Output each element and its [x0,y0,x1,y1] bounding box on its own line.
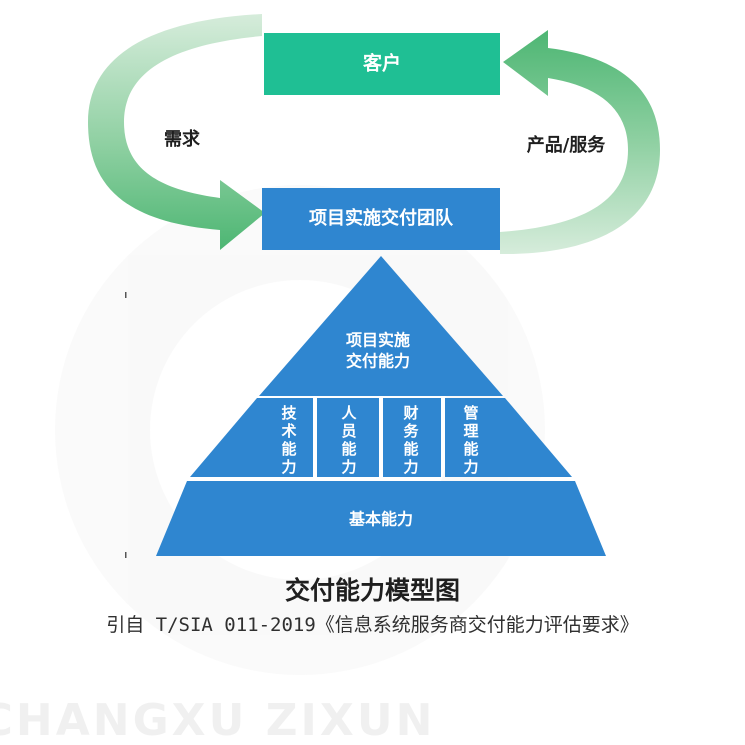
product-service-arrow [500,30,660,255]
demand-arrow [88,14,265,250]
watermark-text: CHANGXU ZIXUN [0,695,435,741]
middle-cell-management [445,398,572,477]
middle-labels: 技术能力 人员能力 财务能力 管理能力 [281,404,478,476]
figure-title: 交付能力模型图 [284,576,460,605]
customer-box: 客户 [264,33,500,95]
delivery-team-box: 项目实施交付团队 [262,188,500,250]
pyramid-base [156,481,606,556]
apex-line-2: 交付能力 [346,352,410,371]
middle-label-personnel: 人员能力 [341,404,357,476]
pyramid-apex [259,256,503,396]
middle-cell-personnel [317,398,379,477]
base-label: 基本能力 [348,510,413,529]
figure-source: 引自 T/SIA 011-2019《信息系统服务商交付能力评估要求》 [106,614,639,636]
customer-label: 客户 [363,52,401,75]
product-service-label: 产品/服务 [527,134,607,156]
middle-cell-financial [383,398,441,477]
demand-label: 需求 [164,128,201,150]
middle-cell-technical [190,398,313,477]
middle-label-management: 管理能力 [463,404,478,476]
apex-line-1: 项目实施 [346,331,410,350]
middle-label-financial: 财务能力 [403,404,419,476]
crop-mark [125,552,127,558]
middle-label-technical: 技术能力 [281,404,297,476]
delivery-team-label: 项目实施交付团队 [309,207,454,229]
crop-mark [125,292,127,298]
capability-pyramid: 项目实施 交付能力 技术能力 人员能力 财务能力 管理能力 基本能力 [156,256,606,556]
